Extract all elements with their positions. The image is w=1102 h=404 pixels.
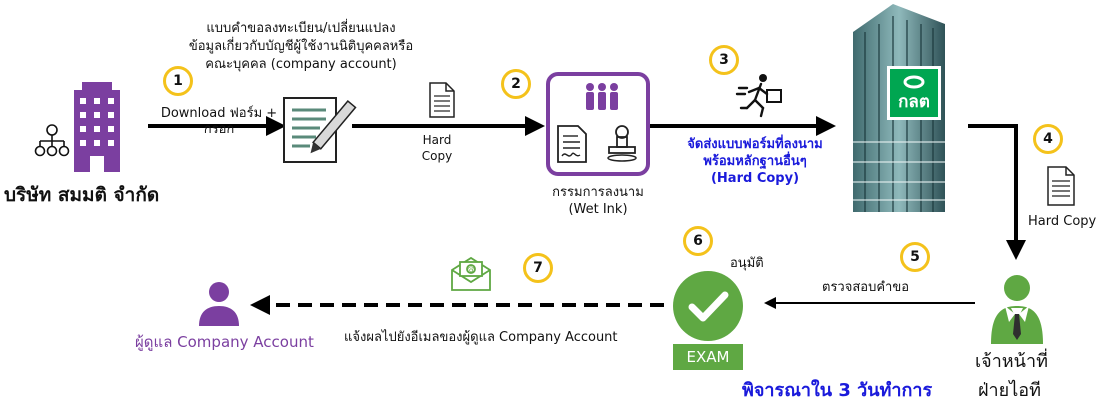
send-label-line-2: พร้อมหลักฐานอื่นๆ <box>703 154 807 169</box>
hard-copy-doc-icon-2 <box>1047 166 1075 206</box>
stamp-icon <box>607 125 637 162</box>
download-label-line-1: Download ฟอร์ม + <box>160 106 278 121</box>
delivery-runner-icon <box>735 74 782 118</box>
officer-icon <box>991 275 1043 344</box>
signer-label-line-1: กรรมการลงนาม <box>552 185 644 200</box>
company-name: บริษัท สมมติ จำกัด <box>4 184 160 206</box>
org-chart-icon <box>34 124 70 157</box>
company-building-icon <box>74 82 120 172</box>
download-label: Download ฟอร์ม + กรอก <box>152 106 286 138</box>
notify-label: แจ้งผลไปยังอีเมลของผู้ดูแล Company Accou… <box>344 330 618 345</box>
check-circle-icon <box>673 271 743 341</box>
form-title-line-2: ข้อมูลเกี่ยวกับบัญชีผู้ใช้งานนิติบุคคลหร… <box>188 39 414 54</box>
hard-copy-label-1: Hard Copy <box>412 132 462 164</box>
step-badge-2: 2 <box>501 69 531 99</box>
form-pen-icon <box>283 97 357 163</box>
consider-label: พิจารณาใน 3 วันทำการ <box>742 380 933 401</box>
review-label: ตรวจสอบคำขอ <box>822 280 910 295</box>
hard-copy-label-1-line-1: Hard <box>422 133 452 147</box>
hard-copy-doc-icon <box>429 82 455 118</box>
exam-label: EXAM <box>686 348 730 366</box>
sec-building-icon <box>853 4 945 212</box>
officer-label: เจ้าหน้าที่ <box>975 351 1048 372</box>
admin-label: ผู้ดูแล Company Account <box>135 333 314 351</box>
step-badge-5: 5 <box>900 242 930 272</box>
hard-copy-label-2: Hard Copy <box>1028 214 1097 229</box>
form-title-line-1: แบบคำขอลงทะเบียน/เปลี่ยนแปลง <box>206 21 396 36</box>
form-title: แบบคำขอลงทะเบียน/เปลี่ยนแปลง ข้อมูลเกี่ย… <box>186 20 416 74</box>
signed-document-icon <box>557 125 587 163</box>
form-title-line-3: คณะบุคคล (company account) <box>205 57 397 72</box>
directors-group-icon <box>586 83 618 110</box>
signer-label: กรรมการลงนาม (Wet Ink) <box>528 184 668 218</box>
download-label-line-2: กรอก <box>203 122 235 137</box>
send-label-line-3: (Hard Copy) <box>710 171 800 186</box>
step-badge-1: 1 <box>163 66 193 96</box>
hard-copy-label-1-line-2: Copy <box>421 149 453 163</box>
svg-text:@: @ <box>467 265 475 274</box>
step-badge-7: 7 <box>523 253 553 283</box>
email-envelope-icon: @ <box>451 256 491 291</box>
admin-user-icon <box>199 282 239 326</box>
signer-label-line-2: (Wet Ink) <box>568 202 628 217</box>
approve-label: อนุมัติ <box>730 256 764 271</box>
signer-box <box>546 72 650 176</box>
send-label-line-1: จัดส่งแบบฟอร์มที่ลงนาม <box>687 137 823 152</box>
sec-logo-text: กลต <box>898 92 930 112</box>
send-label: จัดส่งแบบฟอร์มที่ลงนาม พร้อมหลักฐานอื่นๆ… <box>660 136 850 187</box>
step-badge-3: 3 <box>709 45 739 75</box>
step-badge-6: 6 <box>683 226 713 256</box>
arrow-sec-to-officer <box>968 124 1026 260</box>
it-dept-label: ฝ่ายไอที <box>978 380 1041 401</box>
exam-badge <box>673 344 743 370</box>
step-badge-4: 4 <box>1033 124 1063 154</box>
